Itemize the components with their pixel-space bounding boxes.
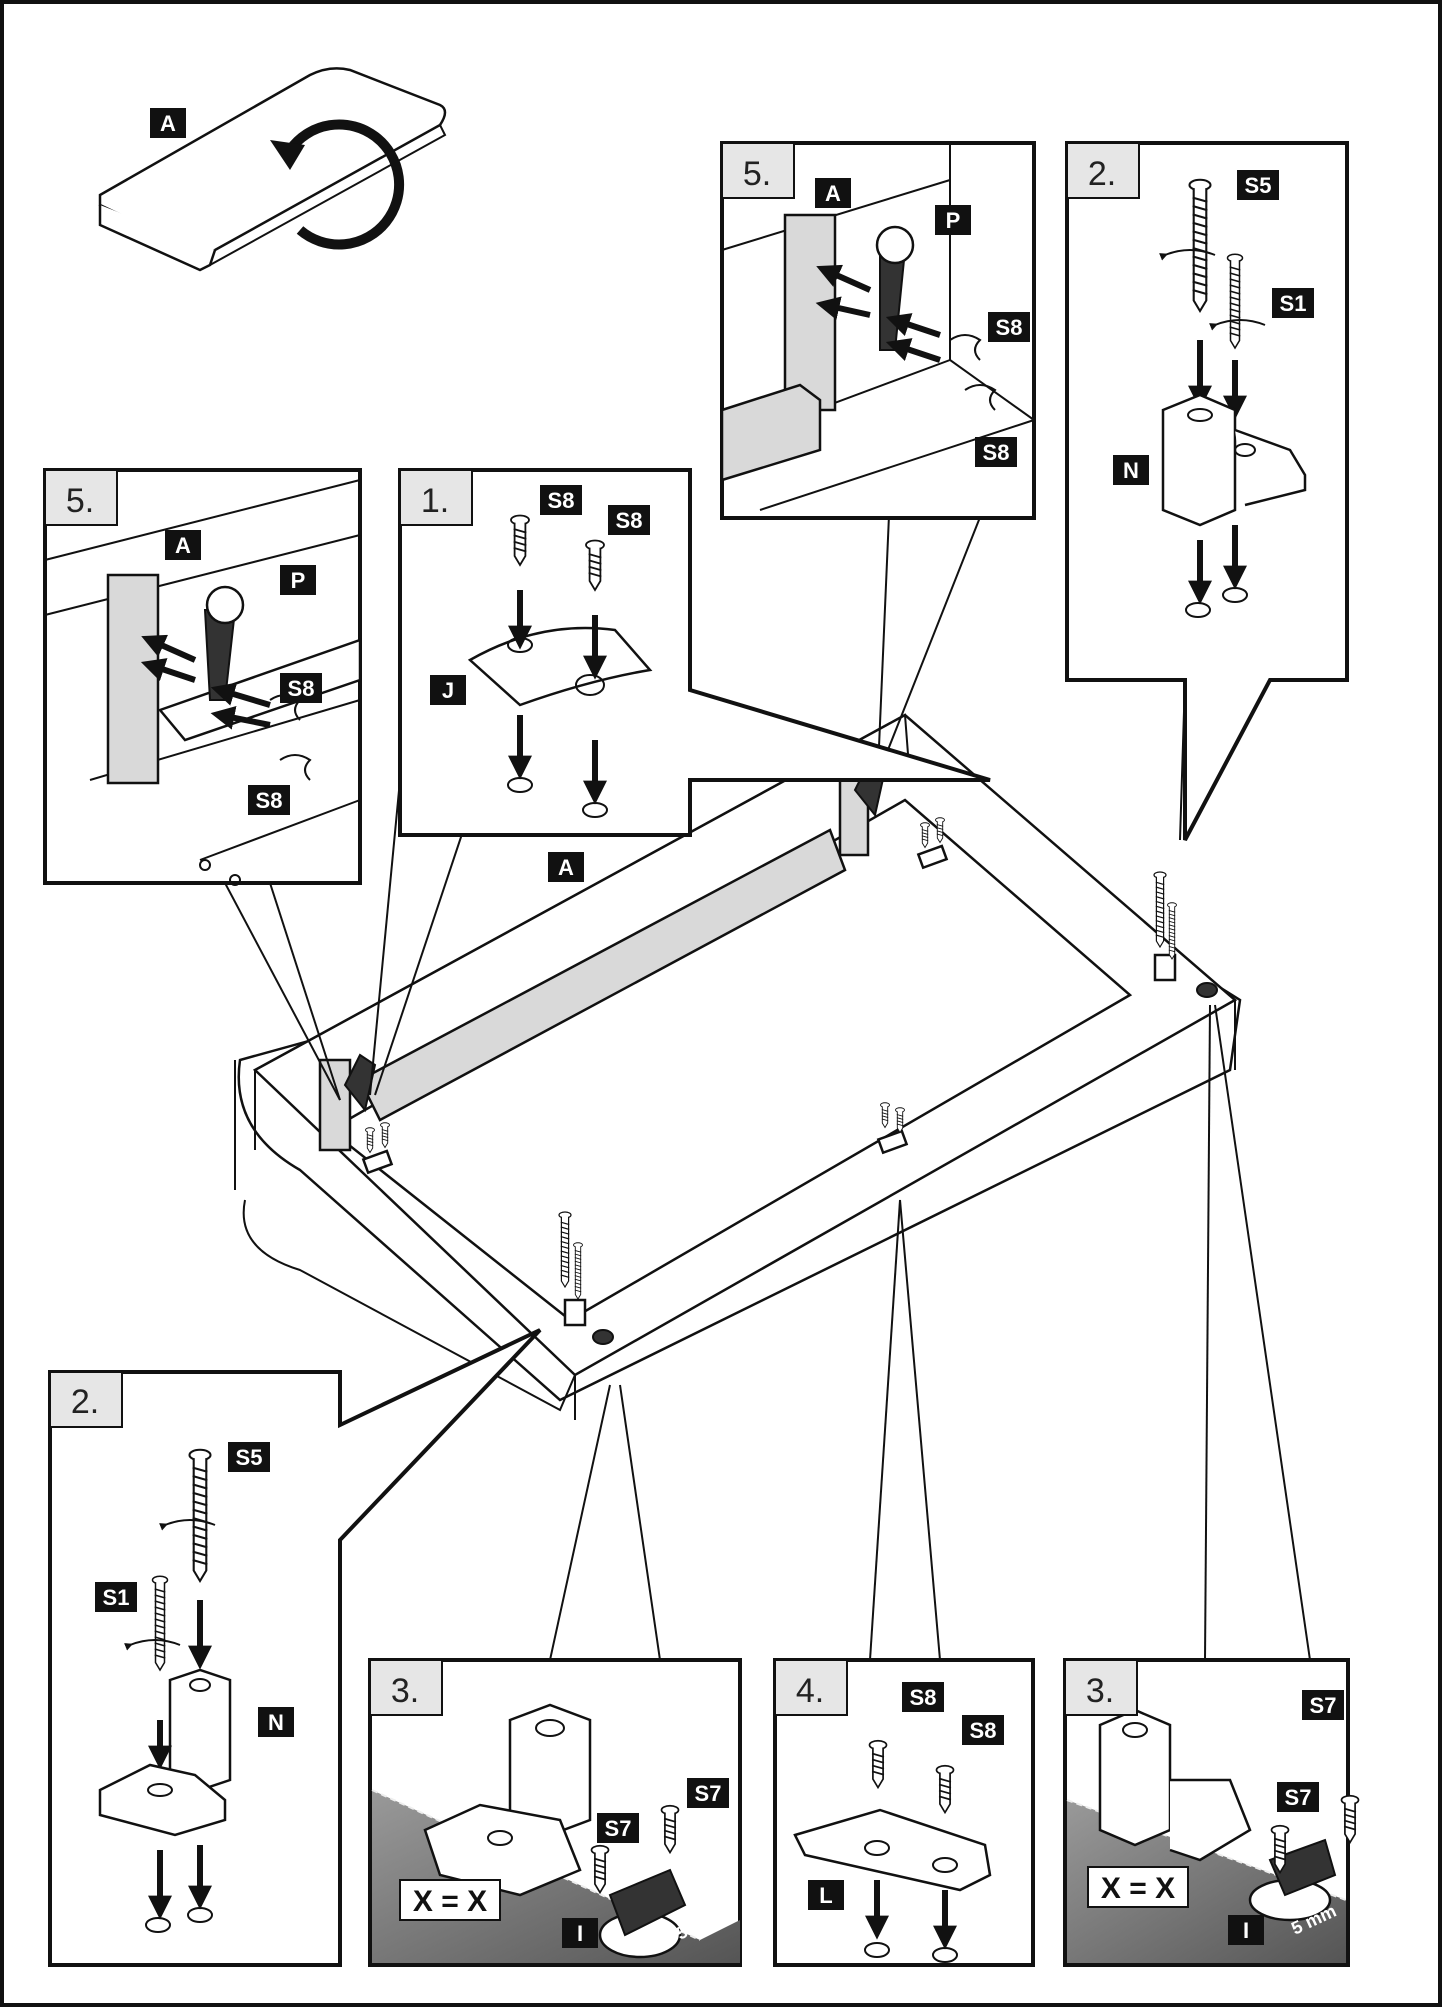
panel-step1: 1. S8 S8 J	[398, 468, 991, 837]
step-2-top: 2.	[1088, 155, 1116, 193]
label-n: N	[1123, 458, 1139, 483]
label-s8: S8	[288, 676, 315, 701]
label-p: P	[946, 208, 961, 233]
label-s1: S1	[1280, 291, 1307, 316]
label-i: I	[577, 1921, 583, 1946]
flip-illustration: A	[98, 67, 447, 272]
label-s8: S8	[970, 1718, 997, 1743]
panel-step5-top: 5. A P S8 S8	[720, 141, 1036, 520]
label-n: N	[268, 1710, 284, 1735]
panel-step2-top: 2. S5 S1 N	[1065, 141, 1349, 841]
label-s7: S7	[1310, 1693, 1337, 1718]
label-s7: S7	[605, 1816, 632, 1841]
label-s7: S7	[1285, 1785, 1312, 1810]
label-s5: S5	[1245, 173, 1272, 198]
label-s1: S1	[103, 1585, 130, 1610]
label-a: A	[825, 181, 841, 206]
panel-step3-right: 3. S7 S7 X = X I 5 mm	[1063, 1658, 1360, 1967]
label-s8: S8	[256, 788, 283, 813]
panel-step5-left: 5. A P S8 S8	[43, 468, 362, 886]
step-5-left: 5.	[66, 482, 94, 520]
step-3-right: 3.	[1086, 1672, 1114, 1710]
label-i: I	[1243, 1918, 1249, 1943]
label-s8: S8	[910, 1685, 937, 1710]
main-assembly: A	[234, 713, 1242, 1420]
panel-step3-left: 3. S7 S7 X = X I 5 mm	[368, 1658, 742, 1967]
label-p: P	[291, 568, 306, 593]
panel-step4: 4. S8 S8 L	[773, 1658, 1035, 1967]
label-s8: S8	[548, 488, 575, 513]
label-s8: S8	[996, 315, 1023, 340]
label-s7: S7	[695, 1781, 722, 1806]
label-a: A	[160, 111, 176, 136]
label-s8: S8	[616, 508, 643, 533]
equation-right: X = X	[1101, 1872, 1175, 1905]
step-3-left: 3.	[391, 1672, 419, 1710]
equation-left: X = X	[413, 1885, 487, 1918]
label-s5: S5	[236, 1445, 263, 1470]
label-a-main: A	[558, 855, 574, 880]
step-1: 1.	[421, 482, 449, 520]
step-5-top: 5.	[743, 155, 771, 193]
label-a-badge	[150, 108, 186, 138]
step-2-bottom: 2.	[71, 1383, 99, 1421]
label-s8: S8	[983, 440, 1010, 465]
step-4: 4.	[796, 1672, 824, 1710]
label-j: J	[442, 678, 454, 703]
label-a: A	[175, 533, 191, 558]
label-l: L	[819, 1883, 832, 1908]
panel-step2-bottom: 2. S5 S1 N	[48, 1328, 542, 1967]
